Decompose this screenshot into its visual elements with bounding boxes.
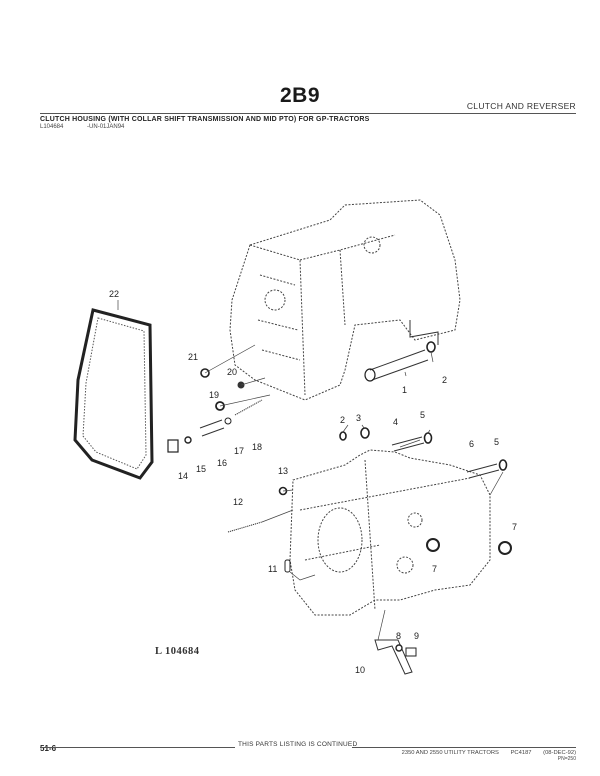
callout-4: 4 <box>393 417 398 427</box>
footer-page-number: 51-6 <box>40 744 57 753</box>
callout-17: 17 <box>234 446 244 456</box>
header-divider <box>40 113 576 114</box>
page-reference: PN=250 <box>557 756 576 762</box>
callout-10: 10 <box>355 665 365 675</box>
callout-9: 9 <box>414 631 419 641</box>
callout-14: 14 <box>178 471 188 481</box>
exploded-parts-diagram: 1 2 2 3 4 5 5 6 7 7 8 9 10 11 12 13 14 1… <box>73 199 517 675</box>
callout-7: 7 <box>432 564 437 574</box>
footer-divider-right <box>352 747 576 748</box>
callout-12: 12 <box>233 497 243 507</box>
callout-16: 16 <box>217 458 227 468</box>
callout-2b: 2 <box>340 415 345 425</box>
illustration-id: L104684 <box>40 124 64 130</box>
callout-8: 8 <box>396 631 401 641</box>
callout-13: 13 <box>278 466 288 476</box>
figure-meta: L104684 -UN-01JAN94 <box>40 124 146 130</box>
callout-20: 20 <box>227 367 237 377</box>
catalog-number: PC4187 <box>510 750 532 756</box>
illustration-label: L 104684 <box>155 646 200 657</box>
figure-title: CLUTCH HOUSING (WITH COLLAR SHIFT TRANSM… <box>40 116 370 123</box>
callout-15: 15 <box>196 464 206 474</box>
footer-catalog-info: 2350 AND 2550 UTILITY TRACTORS PC4187 (0… <box>392 750 576 762</box>
callout-5: 5 <box>420 410 425 420</box>
footer-divider-left <box>40 747 235 748</box>
upper-housing <box>229 199 461 401</box>
callout-22: 22 <box>109 289 119 299</box>
page-code: 2B9 <box>279 84 321 107</box>
callout-2: 2 <box>442 375 447 385</box>
leader-lines <box>117 300 504 641</box>
catalog-date: (08-DEC-92) <box>543 750 576 756</box>
callout-19: 19 <box>209 390 219 400</box>
product-name: 2350 AND 2550 UTILITY TRACTORS <box>401 750 499 756</box>
callout-21: 21 <box>188 352 198 362</box>
callout-7b: 7 <box>512 522 517 532</box>
callout-11: 11 <box>268 564 277 574</box>
gasket-part-22 <box>73 308 154 480</box>
callouts: 1 2 2 3 4 5 5 6 7 7 8 9 10 11 12 13 14 1… <box>109 289 517 675</box>
callout-5b: 5 <box>494 437 499 447</box>
continued-notice: THIS PARTS LISTING IS CONTINUED <box>238 741 358 748</box>
callout-18: 18 <box>252 442 262 452</box>
revision-code: -UN-01JAN94 <box>87 124 125 130</box>
callout-6: 6 <box>469 439 474 449</box>
section-title: CLUTCH AND REVERSER <box>466 101 576 111</box>
lower-housing <box>289 449 491 616</box>
callout-3: 3 <box>356 413 361 423</box>
callout-1: 1 <box>402 385 407 395</box>
small-hardware <box>167 368 512 675</box>
bolt-part-1 <box>364 341 436 382</box>
